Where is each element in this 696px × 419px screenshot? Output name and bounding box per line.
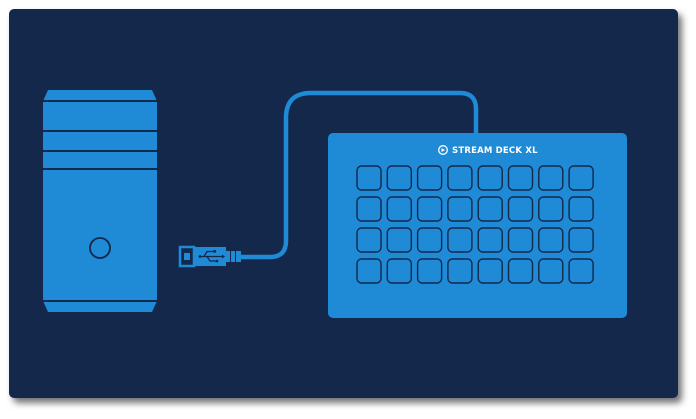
device-key <box>538 258 564 284</box>
device-key <box>568 196 594 222</box>
device-key <box>386 196 412 222</box>
device-key <box>507 196 534 222</box>
device-key <box>416 196 443 222</box>
device-key <box>416 165 443 191</box>
device-key <box>507 165 534 191</box>
device-key <box>447 227 473 253</box>
device-key <box>447 196 473 222</box>
device-key <box>507 258 534 284</box>
device-key <box>477 196 503 222</box>
elgato-logo-icon <box>438 145 448 155</box>
device-key <box>356 165 382 191</box>
device-key <box>477 227 503 253</box>
device-key <box>538 165 564 191</box>
stream-deck-device: STREAM DECK XL <box>328 133 627 318</box>
device-key <box>416 258 443 284</box>
device-key <box>568 258 594 284</box>
device-body <box>328 133 627 318</box>
device-key <box>356 196 382 222</box>
device-key <box>386 227 412 253</box>
device-key <box>416 227 443 253</box>
usb-symbol-icon <box>198 250 225 263</box>
device-key <box>386 258 412 284</box>
power-button-icon <box>89 237 111 259</box>
device-key <box>477 165 503 191</box>
device-brand-label: STREAM DECK XL <box>452 146 538 156</box>
device-key <box>568 165 594 191</box>
desktop-tower-icon <box>43 90 157 312</box>
device-key <box>386 165 412 191</box>
device-key <box>356 258 382 284</box>
device-key <box>538 227 564 253</box>
usb-plug <box>178 245 241 268</box>
key-grid <box>356 165 594 284</box>
device-key <box>538 196 564 222</box>
usb-cable <box>237 90 479 260</box>
device-key <box>477 258 503 284</box>
device-key <box>356 227 382 253</box>
device-key <box>568 227 594 253</box>
device-key <box>447 165 473 191</box>
device-key <box>447 258 473 284</box>
device-key <box>507 227 534 253</box>
